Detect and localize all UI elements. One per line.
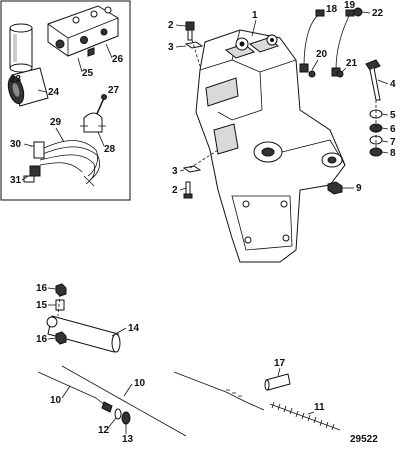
control-cable-10-core — [61, 365, 187, 437]
callout-3-lower: 3 — [172, 166, 178, 177]
callout-2-upper: 2 — [168, 20, 174, 31]
washer-3-lower — [182, 165, 202, 173]
terminal-31 — [23, 165, 41, 183]
callout-30: 30 — [10, 139, 22, 150]
callout-9: 9 — [356, 183, 362, 194]
callout-16-upper: 16 — [36, 283, 48, 294]
fitting-16-lower — [55, 331, 67, 345]
callout-5: 5 — [390, 110, 396, 121]
clamp-28 — [80, 112, 106, 133]
callout-8: 8 — [390, 148, 396, 159]
callout-21: 21 — [346, 58, 358, 69]
screw-27 — [95, 94, 107, 117]
callout-12: 12 — [98, 425, 110, 436]
fitting-16-upper — [55, 283, 67, 297]
screw-2-lower — [183, 181, 193, 199]
callout-6: 6 — [390, 124, 396, 135]
helix-rod-11 — [269, 401, 341, 431]
callout-23: 23 — [10, 74, 22, 85]
callout-28: 28 — [104, 144, 116, 155]
callout-31: 31 — [10, 175, 22, 186]
callout-7: 7 — [390, 137, 396, 148]
callout-3-upper: 3 — [168, 42, 174, 53]
callout-1: 1 — [252, 10, 258, 21]
callout-14: 14 — [128, 323, 140, 334]
callout-10-core: 10 — [134, 378, 146, 389]
callout-26: 26 — [112, 54, 124, 65]
callout-10-cable: 10 — [50, 395, 62, 406]
figure-reference-number: 29522 — [350, 434, 378, 445]
bolt-4 — [365, 59, 381, 101]
callout-24: 24 — [48, 87, 60, 98]
screw-2-upper — [185, 21, 195, 41]
callout-22: 22 — [372, 8, 384, 19]
hose-18 — [299, 9, 325, 73]
callout-4: 4 — [390, 79, 396, 90]
callout-27: 27 — [108, 85, 120, 96]
filter-cartridge-23 — [9, 23, 33, 73]
callout-13: 13 — [122, 434, 134, 445]
fitting-15 — [55, 299, 65, 311]
valve-block-25 — [47, 5, 119, 57]
gimbal-housing-1 — [195, 29, 346, 263]
callout-11: 11 — [314, 402, 325, 413]
callout-16-lower: 16 — [36, 334, 48, 345]
nut-13 — [121, 411, 131, 425]
callout-19: 19 — [344, 0, 356, 11]
fitting-21 — [336, 70, 344, 78]
steering-cable-right — [173, 371, 265, 411]
fitting-20 — [308, 70, 316, 78]
callout-20: 20 — [316, 49, 328, 60]
callout-17: 17 — [274, 358, 286, 369]
callout-25: 25 — [82, 68, 94, 79]
wire-harness-29 — [39, 140, 100, 187]
callout-15: 15 — [36, 300, 48, 311]
steering-cylinder-14 — [46, 315, 121, 353]
nut-9 — [327, 181, 343, 195]
callout-18: 18 — [326, 4, 338, 15]
nut-8 — [369, 147, 383, 157]
roller-24 — [7, 67, 49, 107]
seal-12 — [114, 408, 122, 420]
fitting-22 — [353, 7, 363, 17]
sleeve-17 — [264, 373, 291, 391]
callout-2-lower: 2 — [172, 185, 178, 196]
callout-29: 29 — [50, 117, 62, 128]
control-cable-10-left — [37, 371, 113, 413]
inset-panel: 23 24 25 26 27 29 28 30 31 — [0, 0, 131, 201]
